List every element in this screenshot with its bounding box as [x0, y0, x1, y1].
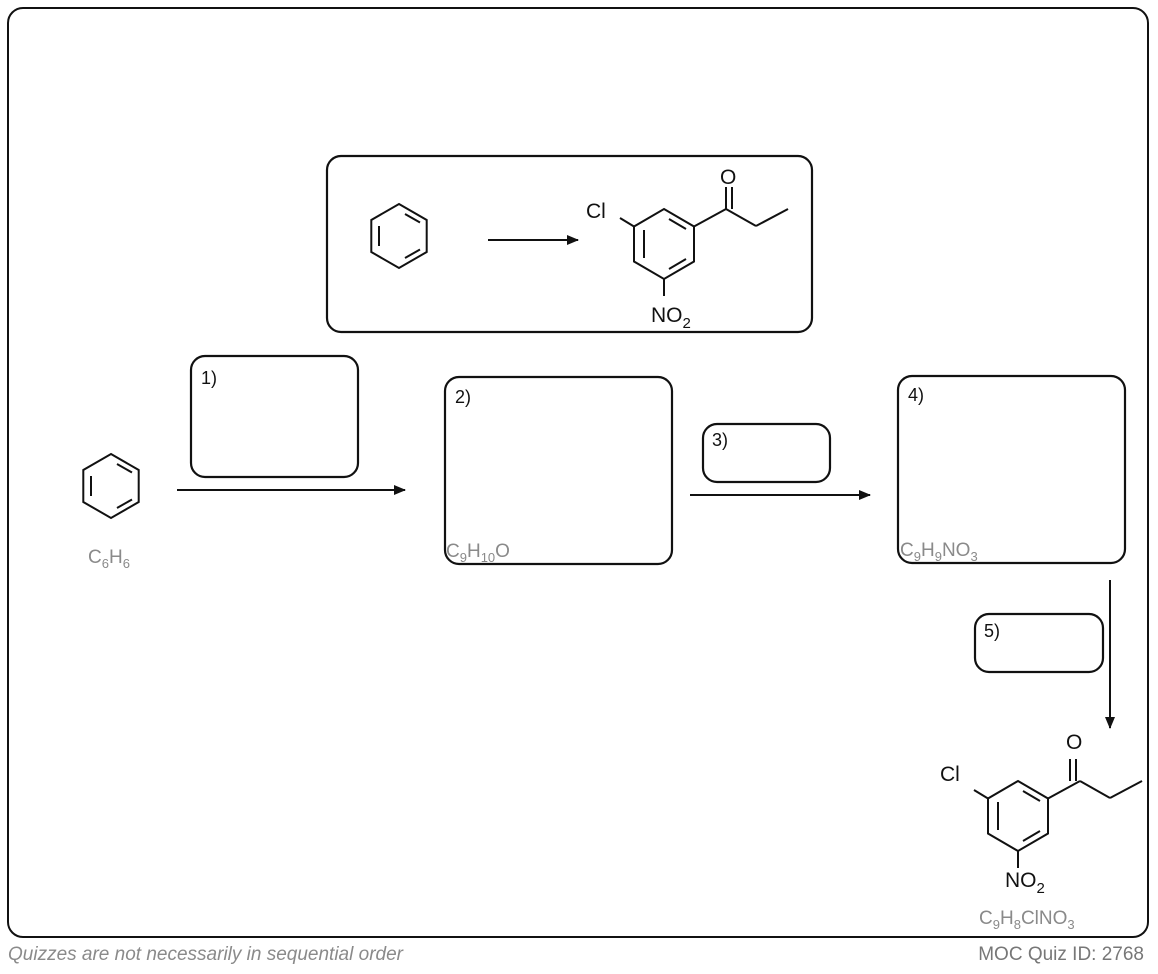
- task-cl-label: Cl: [586, 200, 606, 223]
- step-1-label: 1): [201, 368, 217, 388]
- step-2-label: 2): [455, 387, 471, 407]
- step-3-label: 3): [712, 430, 728, 450]
- step-3-box[interactable]: [701, 422, 832, 484]
- step-4-formula: C9H9NO3: [900, 540, 978, 564]
- step-5-label: 5): [984, 621, 1000, 641]
- starting-benzene-icon: [82, 452, 140, 520]
- step-2-formula: C9H10O: [446, 541, 510, 565]
- task-benzene-icon: [370, 202, 428, 270]
- step-1-box[interactable]: [189, 354, 360, 479]
- product-nitro-label: NO2: [1005, 869, 1045, 897]
- quiz-id: MOC Quiz ID: 2768: [978, 944, 1144, 965]
- step-2-box[interactable]: [443, 375, 674, 566]
- product-formula: C9H8ClNO3: [979, 908, 1075, 932]
- task-target-molecule: [619, 187, 789, 296]
- step-4-label: 4): [908, 385, 924, 405]
- task-o-label: O: [720, 166, 736, 189]
- task-box: [325, 154, 814, 334]
- product-molecule: [973, 759, 1143, 868]
- task-nitro-label: NO2: [651, 304, 691, 332]
- quiz-frame: [7, 7, 1149, 938]
- product-cl-label: Cl: [940, 763, 960, 786]
- starting-formula: C6H6: [88, 547, 130, 571]
- footer-note: Quizzes are not necessarily in sequentia…: [8, 944, 403, 965]
- step-5-box[interactable]: [973, 612, 1105, 674]
- product-o-label: O: [1066, 731, 1082, 754]
- step-4-box[interactable]: [896, 374, 1127, 565]
